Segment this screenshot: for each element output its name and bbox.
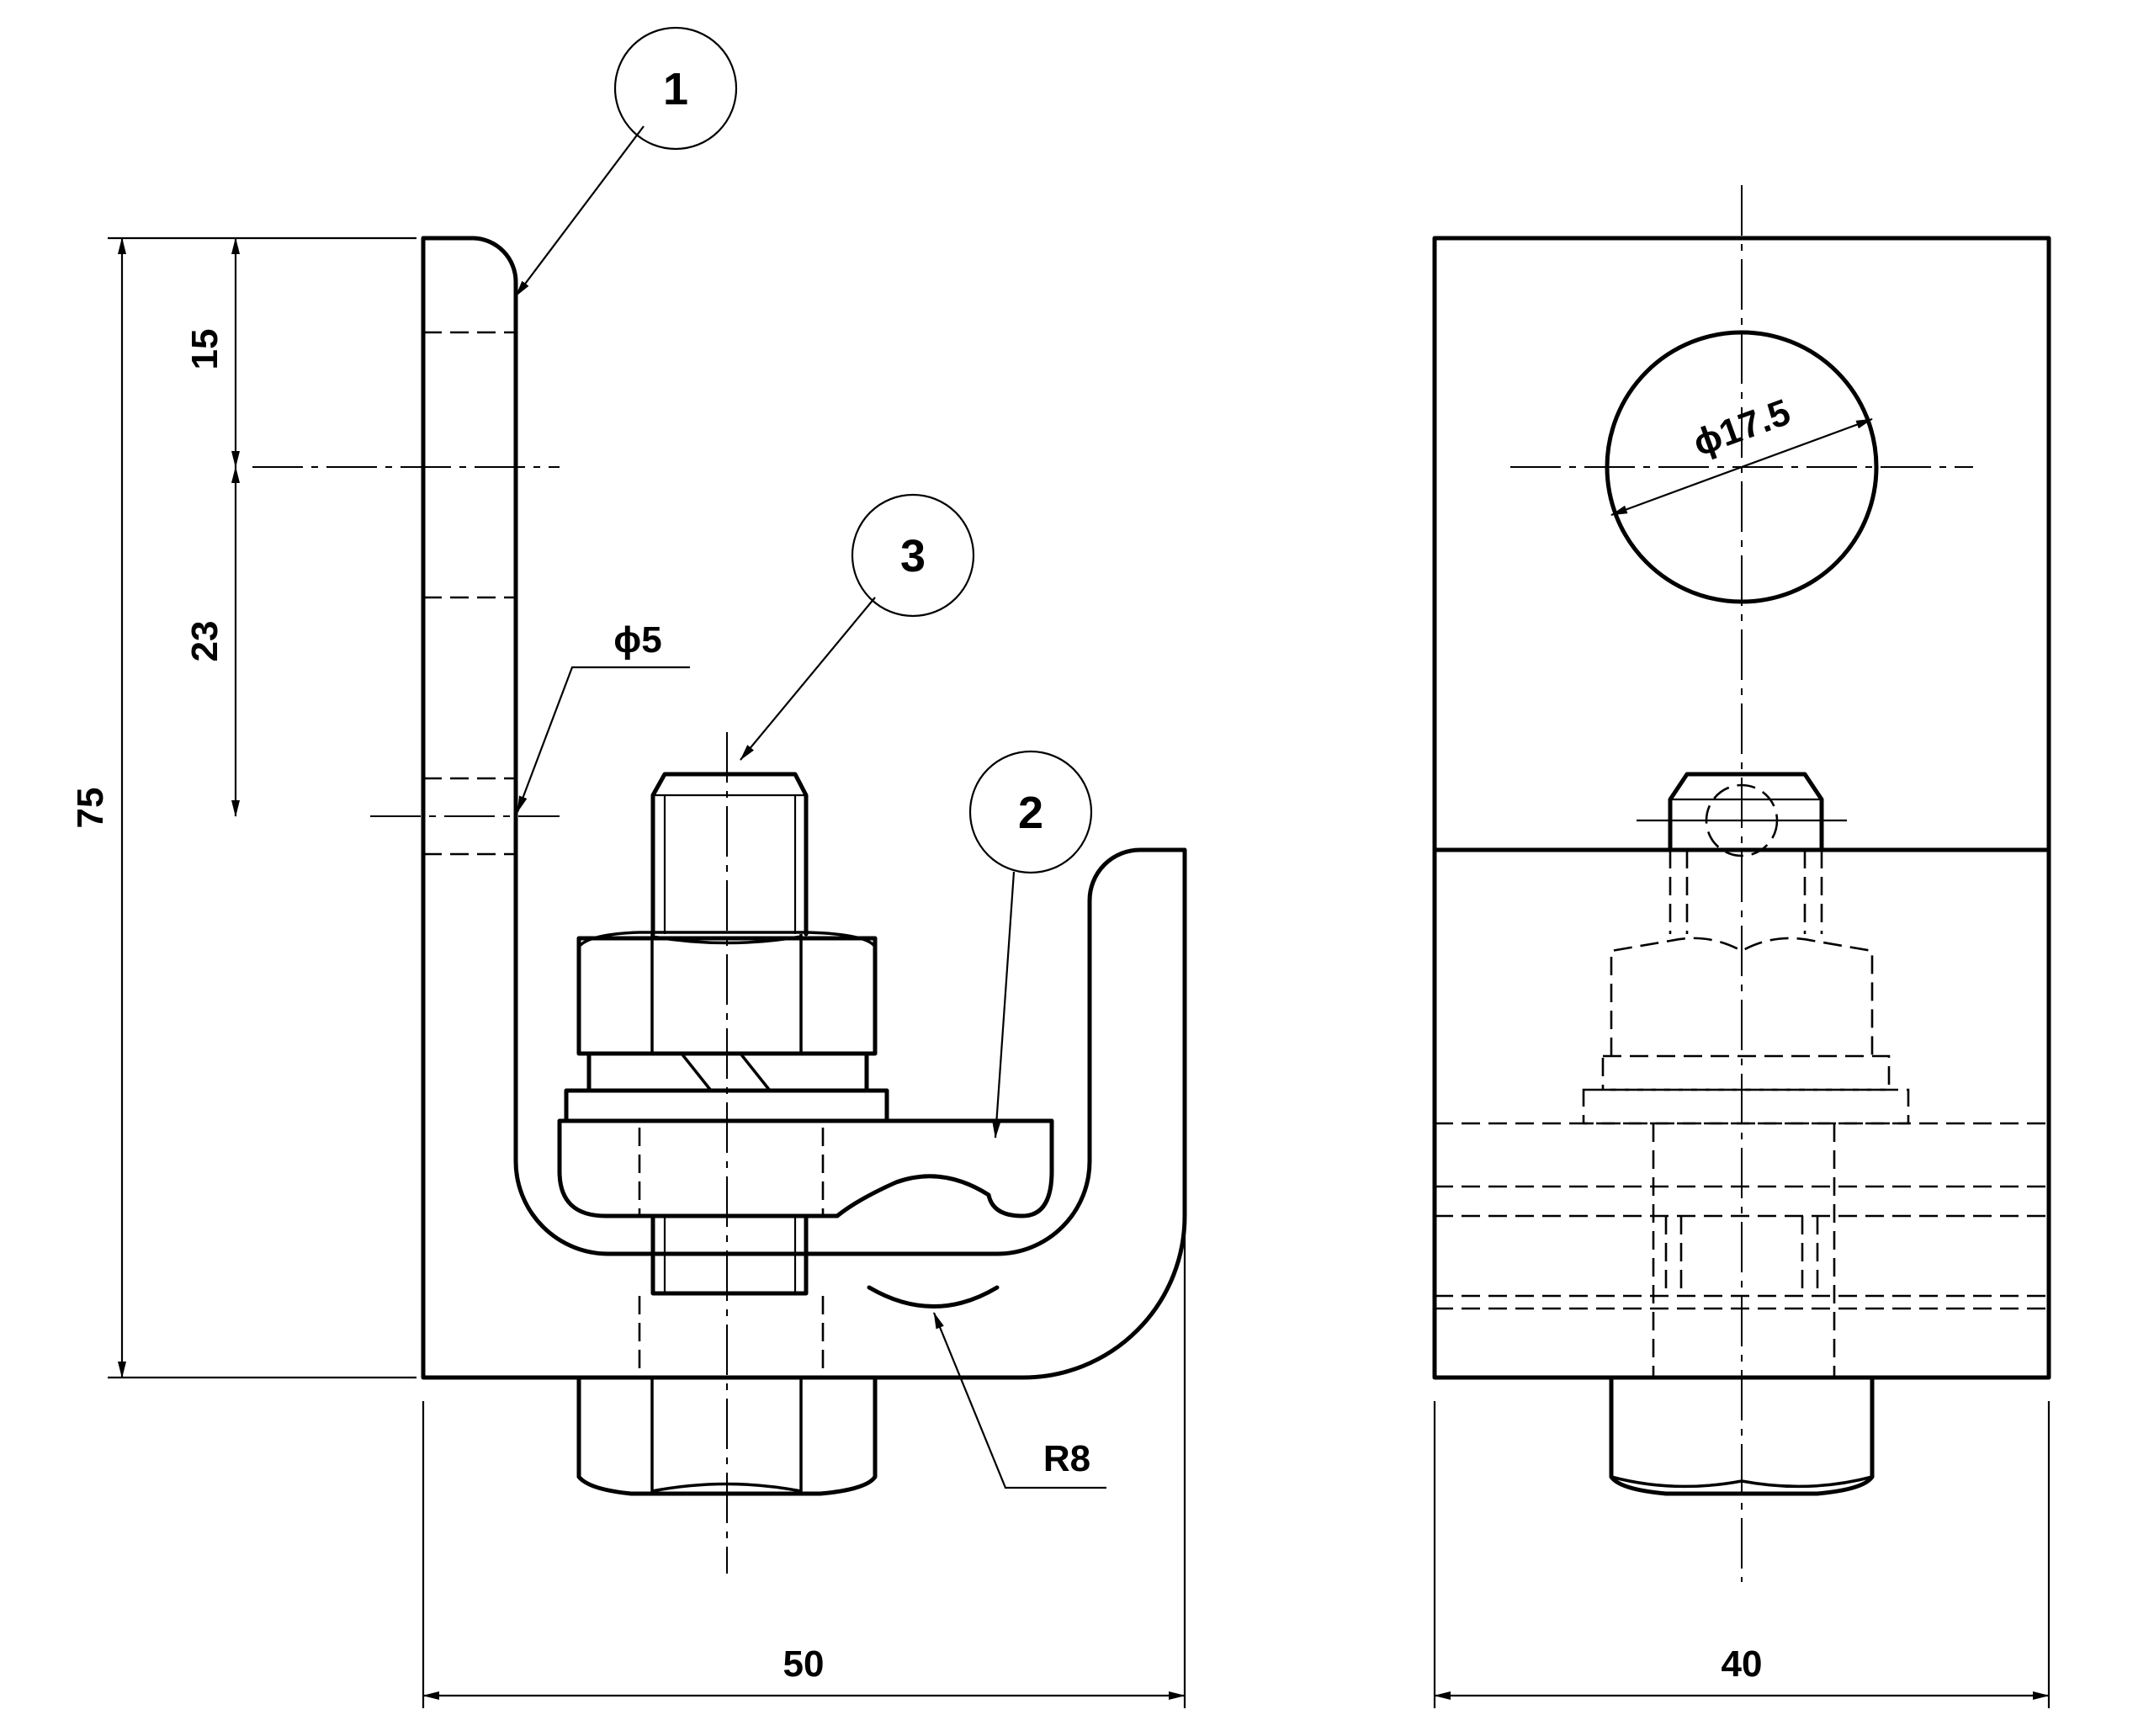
balloon-3: 3 bbox=[740, 493, 975, 761]
bolt-shank bbox=[650, 1213, 809, 1296]
dim-15-text: 15 bbox=[184, 329, 225, 370]
bracket-outline bbox=[421, 236, 1187, 1380]
balloon-2-text: 2 bbox=[1018, 788, 1043, 838]
spring-washer-split-b bbox=[739, 1052, 772, 1092]
side-bolt-top bbox=[1668, 772, 1824, 852]
dim-r8-leader bbox=[932, 1312, 1106, 1489]
balloon-1-text: 1 bbox=[663, 64, 688, 114]
spring-washer-split-a bbox=[680, 1052, 713, 1092]
dim-75-text: 75 bbox=[70, 788, 111, 829]
dim-phi5-text: ϕ5 bbox=[613, 619, 661, 661]
dim-phi175-line bbox=[1610, 417, 1873, 517]
clamp-plate bbox=[557, 1118, 1054, 1218]
dim-23-text: 23 bbox=[184, 621, 225, 662]
bolt-head bbox=[576, 1375, 878, 1496]
top-nut bbox=[576, 936, 878, 1056]
flange-hidden-holes bbox=[423, 331, 516, 856]
plate-lower-lobe bbox=[867, 1285, 1000, 1309]
dim-phi5-leader bbox=[516, 666, 690, 813]
side-bolt-head bbox=[1609, 1375, 1875, 1496]
balloon-2: 2 bbox=[968, 750, 1093, 1139]
dim-50-text: 50 bbox=[783, 1643, 825, 1685]
small-hole-hidden bbox=[1705, 783, 1779, 857]
side-view bbox=[1432, 185, 2051, 1582]
balloon-3-text: 3 bbox=[900, 531, 926, 581]
balloon-1: 1 bbox=[515, 26, 738, 297]
bolt-hidden-lines bbox=[638, 1128, 825, 1378]
front-view bbox=[252, 236, 1187, 1574]
dim-r8-text: R8 bbox=[1043, 1438, 1090, 1479]
bolt-top bbox=[650, 772, 809, 937]
side-hidden-assembly bbox=[1435, 850, 2049, 1378]
dim-40-text: 40 bbox=[1722, 1643, 1763, 1685]
dimensions: 75 15 23 ϕ5 ϕ17.5 R8 50 40 bbox=[70, 236, 2051, 1708]
